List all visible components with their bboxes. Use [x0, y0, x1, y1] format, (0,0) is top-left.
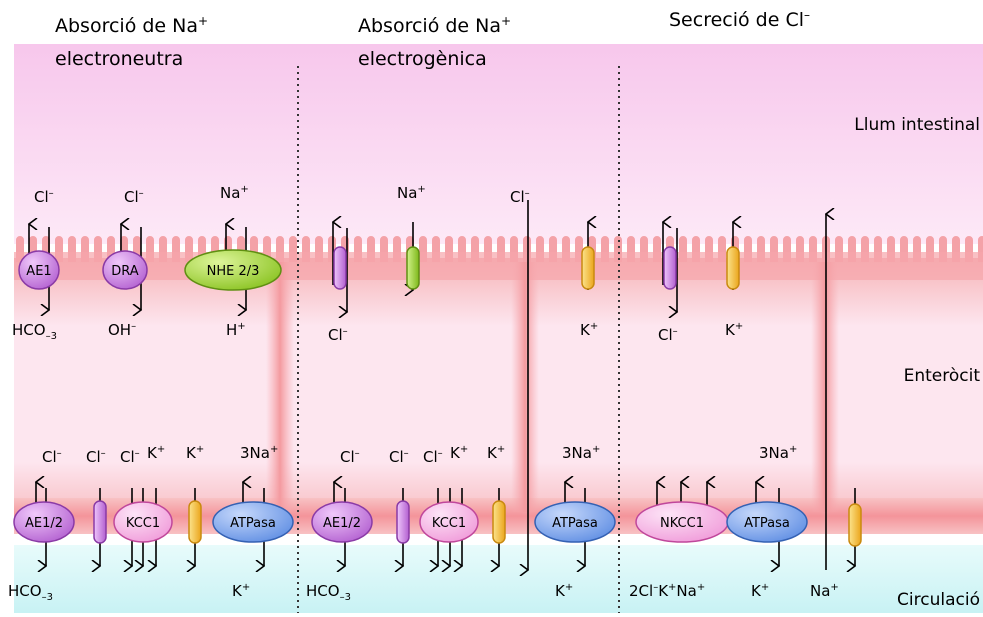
- ae12-transporter-2: AE1/2: [312, 502, 372, 542]
- kcc1-transporter-2: KCC1: [420, 502, 478, 542]
- cl-channel-apical-3: [664, 247, 676, 289]
- header-electroneutral-sub: electroneutra: [55, 48, 183, 70]
- header-secretion: Secreció de Cl–: [669, 8, 810, 31]
- header-electrogenic-sub: electrogènica: [358, 48, 487, 70]
- kcc1-transporter-1-label: KCC1: [126, 516, 160, 531]
- cl-channel-basal-2: [397, 501, 409, 543]
- k-channel-basal-2: [493, 501, 505, 543]
- ae12-transporter-1-label: AE1/2: [25, 516, 63, 531]
- ae1-transporter-label: AE1: [26, 264, 51, 279]
- atpasa-3: ATPasa: [727, 502, 807, 542]
- ion-label-nkcc1-stoich: 2Cl–K+Na+: [629, 582, 705, 600]
- kcc1-transporter-2-label: KCC1: [432, 516, 466, 531]
- nhe-transporter-label: NHE 2/3: [207, 264, 260, 279]
- lateral-junction-3: [811, 262, 839, 512]
- nkcc1-transporter-label: NKCC1: [660, 516, 704, 531]
- lateral-junction-1: [266, 262, 294, 512]
- atpasa-1-label: ATPasa: [230, 516, 276, 531]
- atpasa-1: ATPasa: [213, 502, 293, 542]
- atpasa-2: ATPasa: [535, 502, 615, 542]
- k-channel-apical-3: [727, 247, 739, 289]
- header-electrogenic: Absorció de Na+: [358, 14, 511, 37]
- cl-channel-basal-1: [94, 501, 106, 543]
- k-channel-apical-2: [582, 247, 594, 289]
- lumen-region: [14, 44, 983, 244]
- ae1-transporter: AE1: [19, 251, 59, 289]
- na-channel-apical: [407, 247, 419, 289]
- dra-transporter-label: DRA: [111, 264, 139, 279]
- dra-transporter: DRA: [103, 251, 147, 289]
- nkcc1-transporter: NKCC1: [636, 502, 728, 542]
- nhe-transporter: NHE 2/3: [185, 250, 281, 290]
- label-blood: Circulació: [897, 590, 980, 610]
- ae12-transporter-2-label: AE1/2: [323, 516, 361, 531]
- k-channel-basal-1: [189, 501, 201, 543]
- k-channel-basal-3: [849, 504, 861, 546]
- ae12-transporter-1: AE1/2: [14, 502, 74, 542]
- atpasa-3-label: ATPasa: [744, 516, 790, 531]
- label-cell: Enteròcit: [904, 366, 981, 386]
- lateral-junction-2: [511, 262, 539, 512]
- cl-channel-apical-2: [334, 247, 346, 289]
- label-lumen: Llum intestinal: [854, 115, 980, 135]
- header-electroneutral: Absorció de Na+: [55, 14, 208, 37]
- kcc1-transporter-1: KCC1: [114, 502, 172, 542]
- atpasa-2-label: ATPasa: [552, 516, 598, 531]
